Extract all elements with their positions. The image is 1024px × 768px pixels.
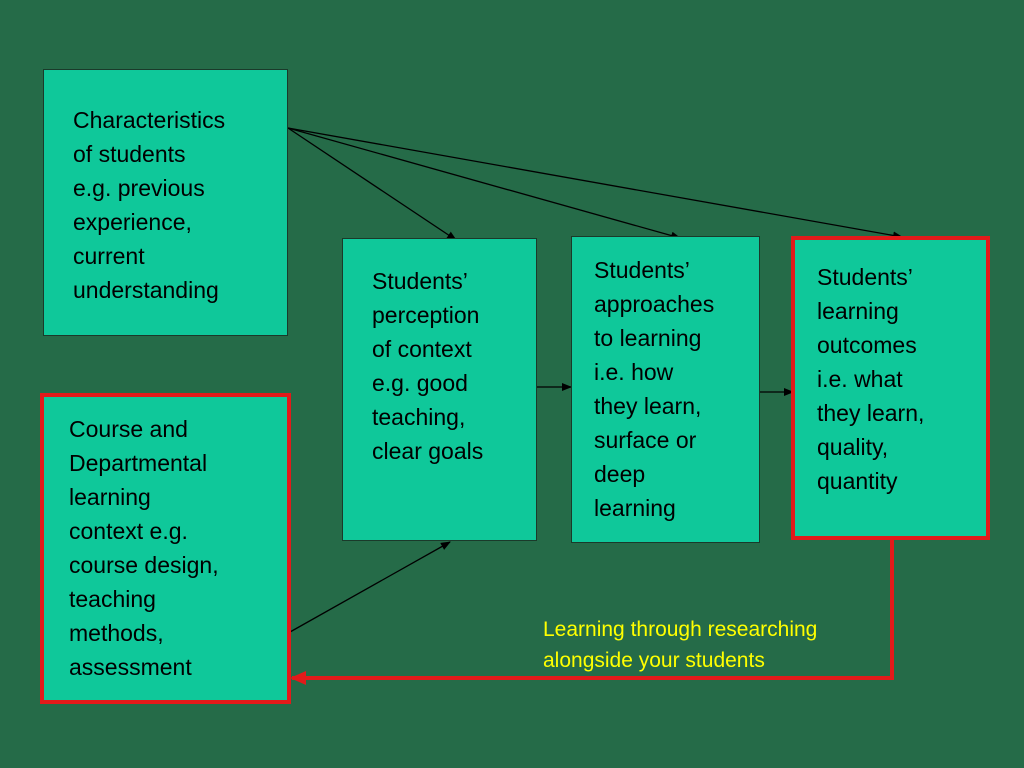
approaches-box: Students’ approaches to learning i.e. ho… bbox=[571, 236, 760, 543]
arrow-characteristics-to-perception bbox=[287, 127, 457, 241]
perception-text: Students’ perception of context e.g. goo… bbox=[372, 268, 484, 464]
outcomes-text: Students’ learning outcomes i.e. what th… bbox=[817, 264, 925, 494]
context-box: Course and Departmental learning context… bbox=[40, 393, 291, 704]
arrow-characteristics-to-approaches bbox=[287, 127, 681, 240]
feedback-caption: Learning through researching alongside y… bbox=[543, 618, 818, 672]
approaches-text: Students’ approaches to learning i.e. ho… bbox=[594, 257, 715, 521]
characteristics-text: Characteristics of students e.g. previou… bbox=[73, 107, 226, 303]
context-text: Course and Departmental learning context… bbox=[69, 416, 219, 680]
outcomes-box: Students’ learning outcomes i.e. what th… bbox=[791, 236, 990, 540]
perception-box: Students’ perception of context e.g. goo… bbox=[342, 238, 537, 541]
arrow-context-to-perception bbox=[289, 541, 451, 633]
characteristics-box: Characteristics of students e.g. previou… bbox=[43, 69, 288, 336]
arrow-characteristics-to-outcomes bbox=[287, 127, 903, 240]
feedback-arrow bbox=[290, 540, 894, 685]
